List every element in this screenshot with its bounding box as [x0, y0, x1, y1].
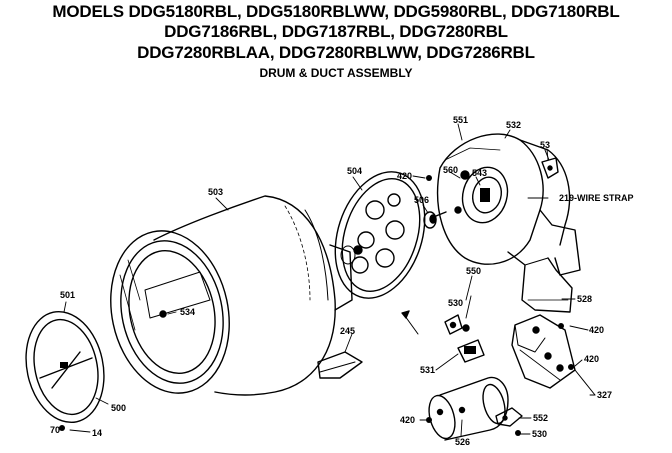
label-327: 327 — [597, 390, 612, 400]
rear-bulkhead-blower-housing — [436, 133, 581, 276]
label-420-top: 420 — [397, 171, 412, 181]
label-70: 70 — [50, 425, 60, 435]
label-531: 531 — [420, 365, 435, 375]
leader-lines — [63, 123, 596, 437]
label-503: 503 — [208, 187, 223, 197]
part-labels: 501 500 503 534 504 506 420 560 551 532 … — [50, 115, 634, 447]
label-543: 543 — [472, 168, 487, 178]
label-wire-strap: 219-WIRE STRAP — [559, 193, 634, 203]
label-551: 551 — [453, 115, 468, 125]
label-530-top: 530 — [448, 298, 463, 308]
screws — [59, 175, 574, 436]
assembly-subtitle: DRUM & DUCT ASSEMBLY — [259, 66, 413, 80]
front-seal-ring — [25, 310, 105, 424]
burner-assembly-bracket — [511, 314, 596, 396]
label-504: 504 — [347, 166, 362, 176]
label-534: 534 — [180, 307, 195, 317]
rear-drum-head — [334, 171, 426, 299]
label-420-bottom: 420 — [400, 415, 415, 425]
label-501: 501 — [60, 290, 75, 300]
dryer-drum — [110, 195, 353, 396]
drum-shaft-bearing — [423, 211, 447, 229]
label-420-mid: 420 — [589, 325, 604, 335]
label-550-top: 550 — [466, 266, 481, 276]
small-clip — [495, 407, 523, 427]
label-53: 53 — [540, 140, 550, 150]
fastener-parts — [401, 310, 485, 363]
burner-cylinder — [428, 376, 509, 441]
label-506: 506 — [414, 195, 429, 205]
label-530-bottom: 530 — [532, 429, 547, 439]
label-14: 14 — [92, 428, 102, 438]
mounting-bracket — [541, 149, 559, 179]
models-title-line-3: DDG7280RBLAA, DDG7280RBLWW, DDG7286RBL — [137, 43, 535, 62]
models-title-line-2: DDG7186RBL, DDG7187RBL, DDG7280RBL — [164, 22, 508, 41]
label-526: 526 — [455, 437, 470, 447]
label-500: 500 — [111, 403, 126, 413]
drum-slide-part — [317, 351, 363, 379]
models-title-line-1: MODELS DDG5180RBL, DDG5180RBLWW, DDG5980… — [52, 2, 620, 21]
label-528: 528 — [577, 294, 592, 304]
label-560: 560 — [443, 165, 458, 175]
label-420-right: 420 — [584, 354, 599, 364]
exhaust-duct — [507, 251, 573, 313]
label-245: 245 — [340, 326, 355, 336]
label-532: 532 — [506, 120, 521, 130]
label-552: 552 — [533, 413, 548, 423]
